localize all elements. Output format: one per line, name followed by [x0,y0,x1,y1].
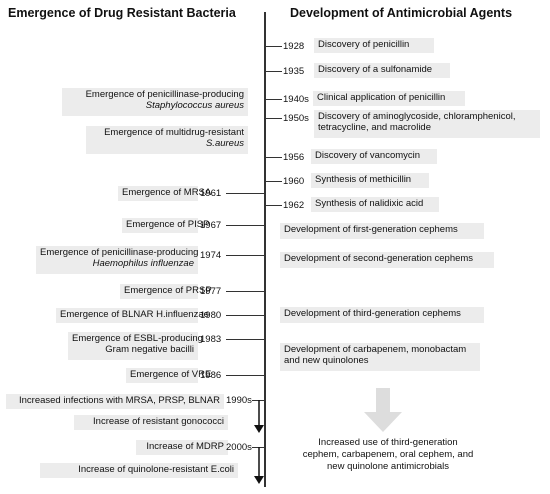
tick-1940s [264,99,282,100]
year-1940s: 1940s [283,94,309,105]
event-mrsa: Emergence of MRSA [118,186,211,201]
bottom-note-line1: Increased use of third-generation [318,437,458,448]
event-cephem-2nd: Development of second-generation cephems [280,252,494,268]
tick-1962 [264,205,282,206]
event-quinolone-ecoli: Increase of quinolone-resistant E.coli [40,463,238,478]
event-nalidixic: Synthesis of nalidixic acid [311,197,439,212]
event-gonococci: Increase of resistant gonococci [74,415,228,430]
right-header: Development of Antimicrobial Agents [290,6,513,20]
year-1928: 1928 [283,41,305,52]
event-penicillinase-staph-line1: Emergence of penicillinase-producing [85,89,244,100]
tick-1990s [252,400,264,401]
tick-1986 [226,375,264,376]
year-1961: 1961 [200,188,222,199]
down-arrow-icon [364,388,402,432]
event-multidrug-saureus-line1: Emergence of multidrug-resistant [104,127,244,138]
event-vre: Emergence of VRE [126,368,211,383]
year-1935: 1935 [283,66,305,77]
tick-1980 [226,315,264,316]
left-header: Emergence of Drug Resistant Bacteria [8,6,236,20]
tick-1967 [226,225,264,226]
year-2000s: 2000s [226,442,252,453]
tick-1928 [264,46,282,47]
tick-1950s [264,118,282,119]
event-blnar: Emergence of BLNAR H.influenzae [56,308,209,323]
year-1960: 1960 [283,176,305,187]
year-1950s: 1950s [283,113,309,124]
tick-1960 [264,181,282,182]
year-1967: 1967 [200,220,222,231]
tick-1935 [264,71,282,72]
event-esbl-line2: Gram negative bacilli [105,344,194,355]
period-arrow-2000s-icon [254,447,264,484]
event-sulfonamide: Discovery of a sulfonamide [314,63,450,78]
event-multidrug-saureus-line2: S.aureus [205,138,244,149]
event-cephem-1st: Development of first-generation cephems [280,223,484,239]
event-increased-infections: Increased infections with MRSA, PRSP, BL… [6,394,224,409]
event-aminoglycoside: Discovery of aminoglycoside, chloramphen… [314,110,540,138]
event-penicillinase-haemophilus: Emergence of penicillinase-producing Hae… [36,246,198,274]
event-penicillinase-haemophilus-line2: Haemophilus influenzae [92,258,194,269]
event-esbl: Emergence of ESBL-producing Gram negativ… [68,332,203,360]
event-aminoglycoside-line1: Discovery of aminoglycoside, chloramphen… [318,111,516,122]
tick-1977 [226,291,264,292]
event-penicillinase-staph: Emergence of penicillinase-producing Sta… [62,88,248,116]
year-1962: 1962 [283,200,305,211]
event-penicillin-clinical: Clinical application of penicillin [313,91,465,106]
event-aminoglycoside-line2: tetracycline, and macrolide [318,122,431,133]
tick-1956 [264,157,282,158]
timeline-axis [264,12,266,487]
event-vancomycin: Discovery of vancomycin [311,149,437,164]
event-penicillinase-staph-line2: Staphylococcus aureus [145,100,244,111]
bottom-note-line3: new quinolone antimicrobials [327,461,449,472]
event-multidrug-saureus: Emergence of multidrug-resistant S.aureu… [86,126,248,154]
event-penicillin: Discovery of penicillin [314,38,434,53]
tick-1974 [226,255,264,256]
year-1977: 1977 [200,286,222,297]
event-mdrp: Increase of MDRP [136,440,228,455]
event-carbapenem-line2: and new quinolones [284,355,369,366]
event-carbapenem: Development of carbapenem, monobactam an… [280,343,480,371]
year-1990s: 1990s [226,395,252,406]
event-methicillin: Synthesis of methicillin [311,173,429,188]
event-esbl-line1: Emergence of ESBL-producing [72,333,203,344]
event-penicillinase-haemophilus-line1: Emergence of penicillinase-producing [40,247,199,258]
event-cephem-3rd: Development of third-generation cephems [280,307,484,323]
year-1986: 1986 [200,370,222,381]
tick-2000s [252,447,264,448]
tick-1983 [226,339,264,340]
year-1983: 1983 [200,334,222,345]
tick-1961 [226,193,264,194]
bottom-note-line2: cephem, carbapenem, oral cephem, and [302,449,474,460]
year-1980: 1980 [200,310,222,321]
event-prsp: Emergence of PRSP [120,284,212,299]
event-pisp: Emergence of PISP [122,218,209,233]
year-1956: 1956 [283,152,305,163]
event-carbapenem-line1: Development of carbapenem, monobactam [284,344,467,355]
bottom-note: Increased use of third-generation cephem… [288,437,488,473]
year-1974: 1974 [200,250,222,261]
period-arrow-1990s-icon [254,400,264,433]
